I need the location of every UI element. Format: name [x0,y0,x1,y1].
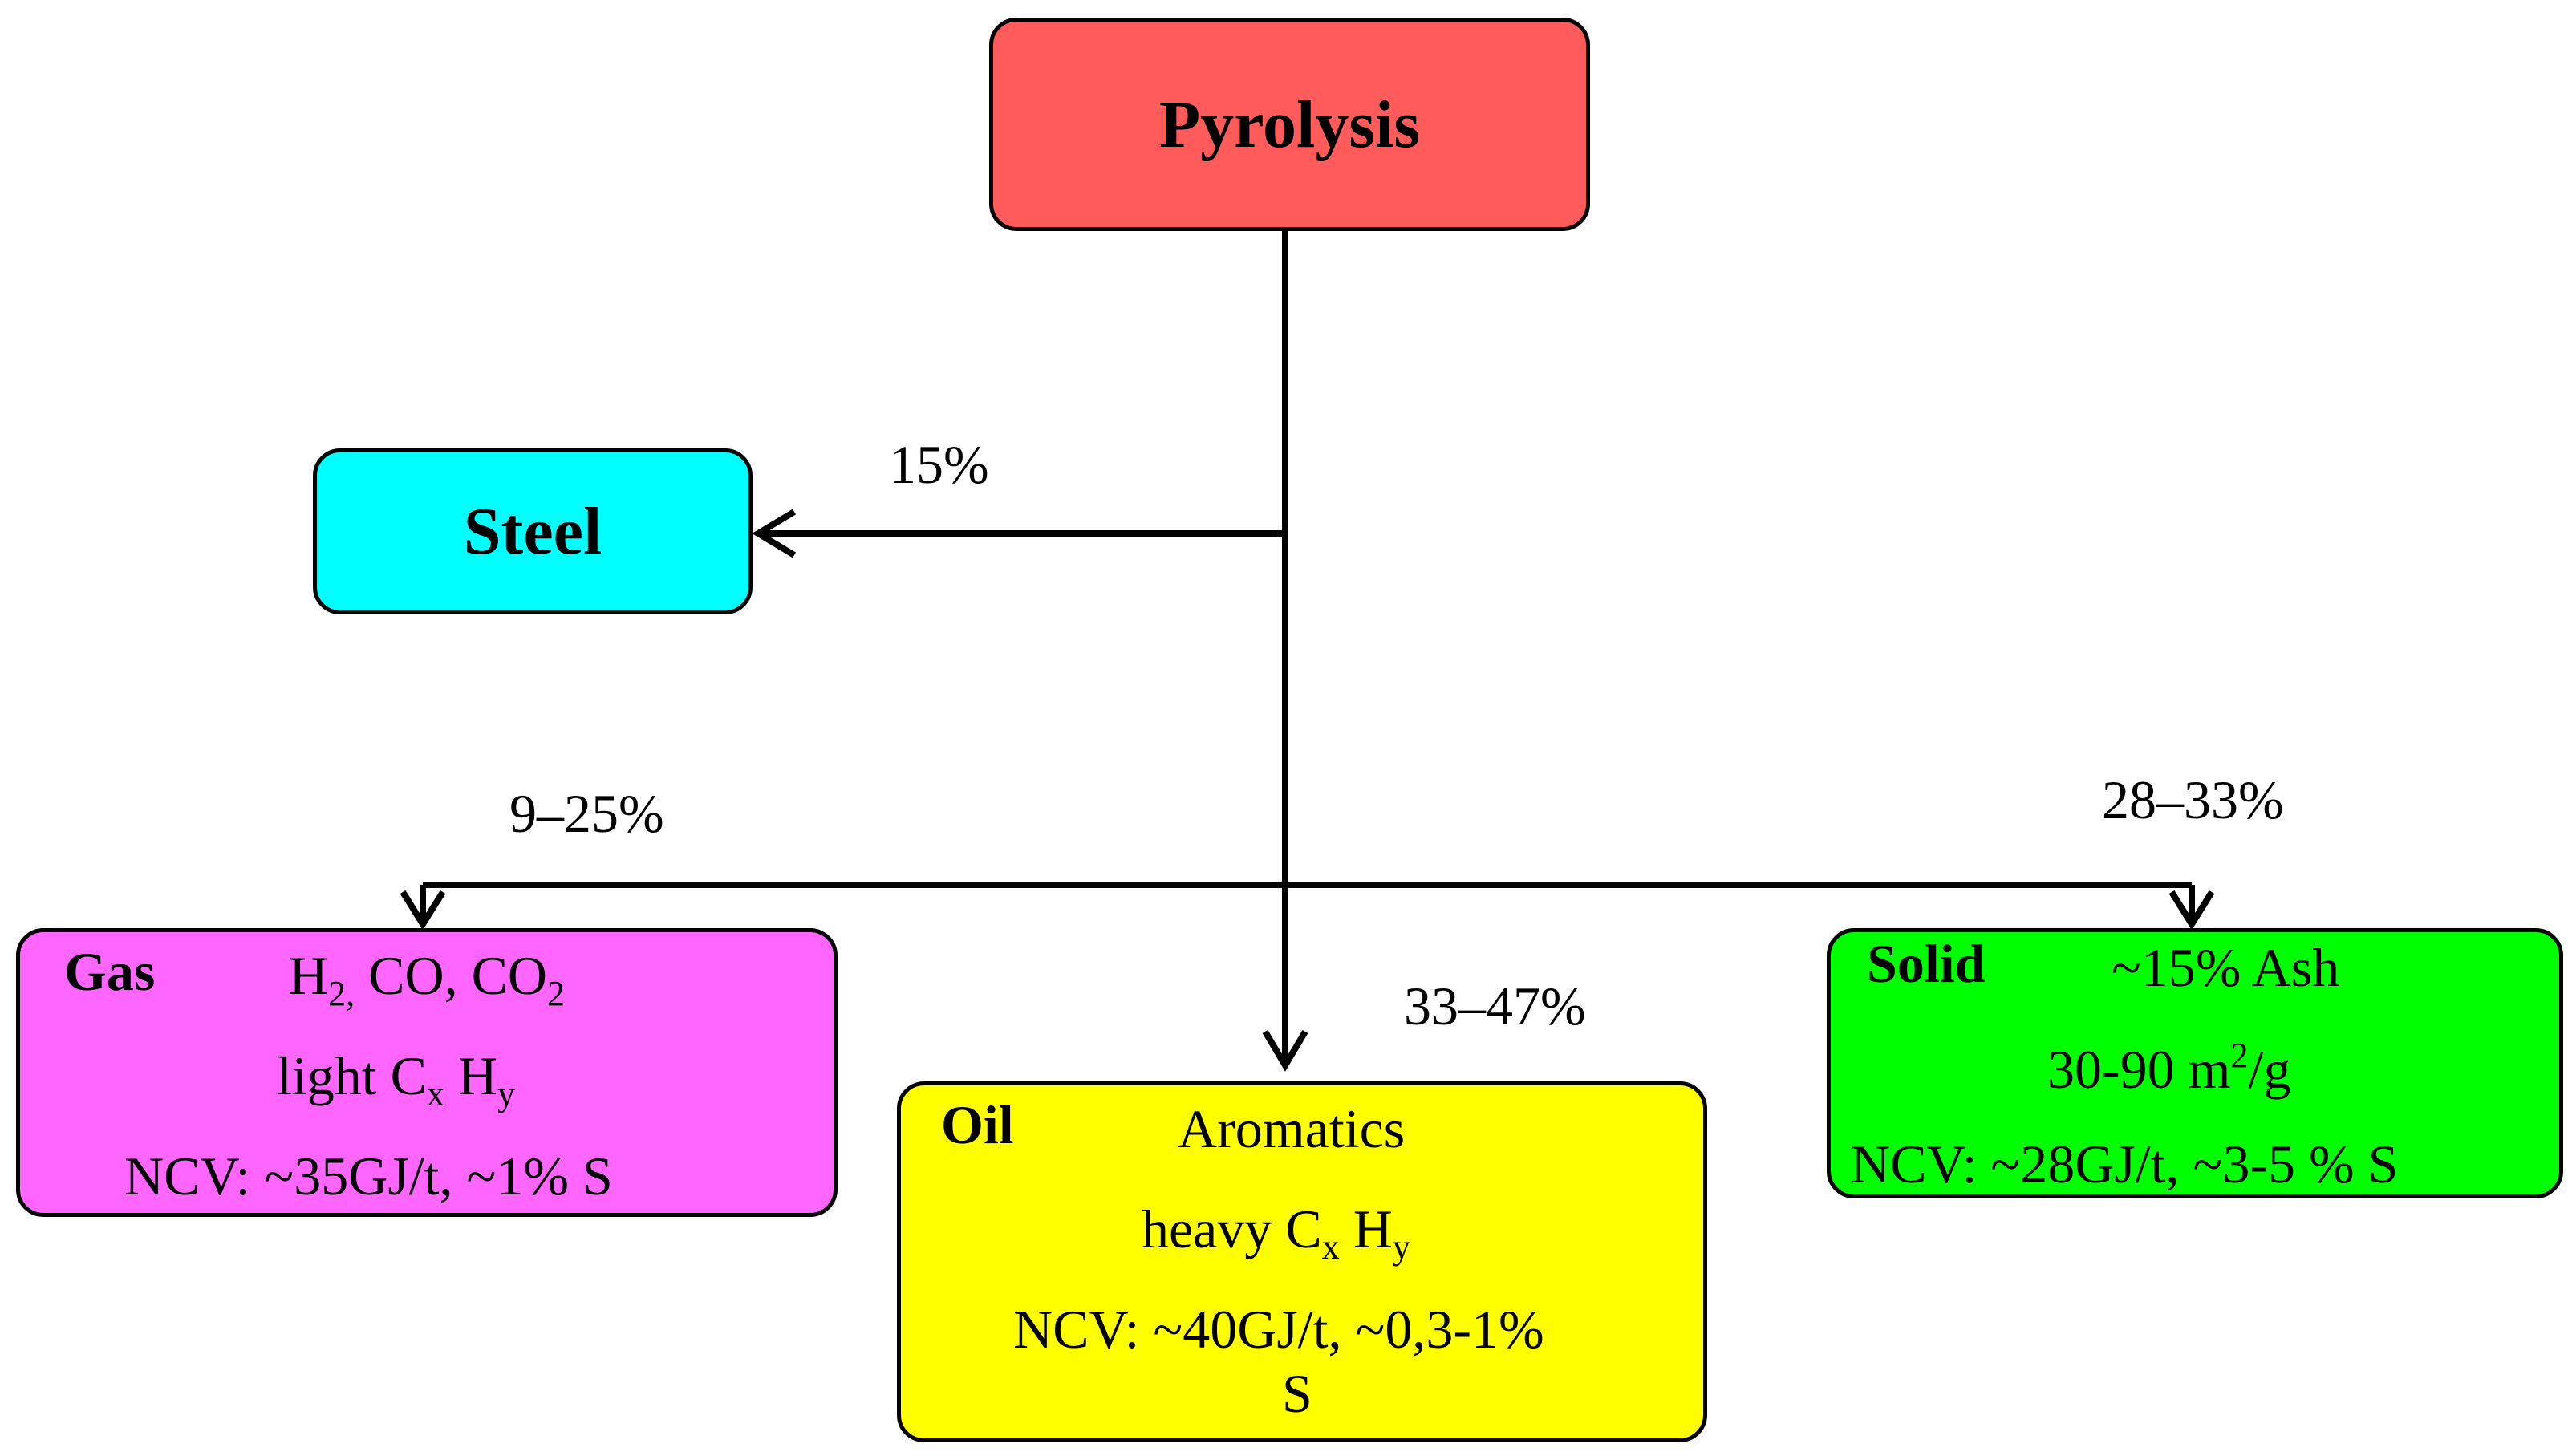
oil-node: Oil Aromatics heavy Cx Hy NCV: ~40GJ/t, … [897,1081,1707,1442]
oil-aromatics-line: Aromatics [1178,1098,1406,1159]
pyrolysis-node: Pyrolysis [989,18,1590,231]
pyrolysis-label: Pyrolysis [1158,87,1421,162]
solid-surface-area-line: 30-90 m2/g [2047,1036,2291,1100]
gas-label: Gas [64,941,156,1002]
gas-yield-label: 9–25% [509,783,664,844]
oil-label: Oil [941,1094,1014,1155]
steel-node: Steel [313,448,753,614]
gas-hydrocarbons-line: light Cx Hy [277,1045,516,1113]
gas-ncv-line: NCV: ~35GJ/t, ~1% S [124,1146,613,1207]
solid-ash-line: ~15% Ash [2112,937,2340,998]
oil-ncv-line: NCV: ~40GJ/t, ~0,3-1% [1013,1299,1544,1360]
solid-yield-label: 28–33% [2102,769,2284,830]
solid-ncv-line: NCV: ~28GJ/t, ~3-5 % S [1851,1134,2399,1194]
steel-label: Steel [463,494,602,569]
solid-label: Solid [1867,933,1986,994]
gas-node: Gas H2, CO, CO2 light Cx Hy NCV: ~35GJ/t… [16,928,838,1217]
oil-ncv-line-wrap: S [1282,1363,1312,1424]
oil-hydrocarbons-line: heavy Cx Hy [1142,1198,1410,1267]
steel-yield-label: 15% [889,434,989,495]
gas-components-line: H2, CO, CO2 [289,945,566,1013]
solid-node: Solid ~15% Ash 30-90 m2/g NCV: ~28GJ/t, … [1827,928,2563,1198]
oil-yield-label: 33–47% [1404,975,1586,1036]
